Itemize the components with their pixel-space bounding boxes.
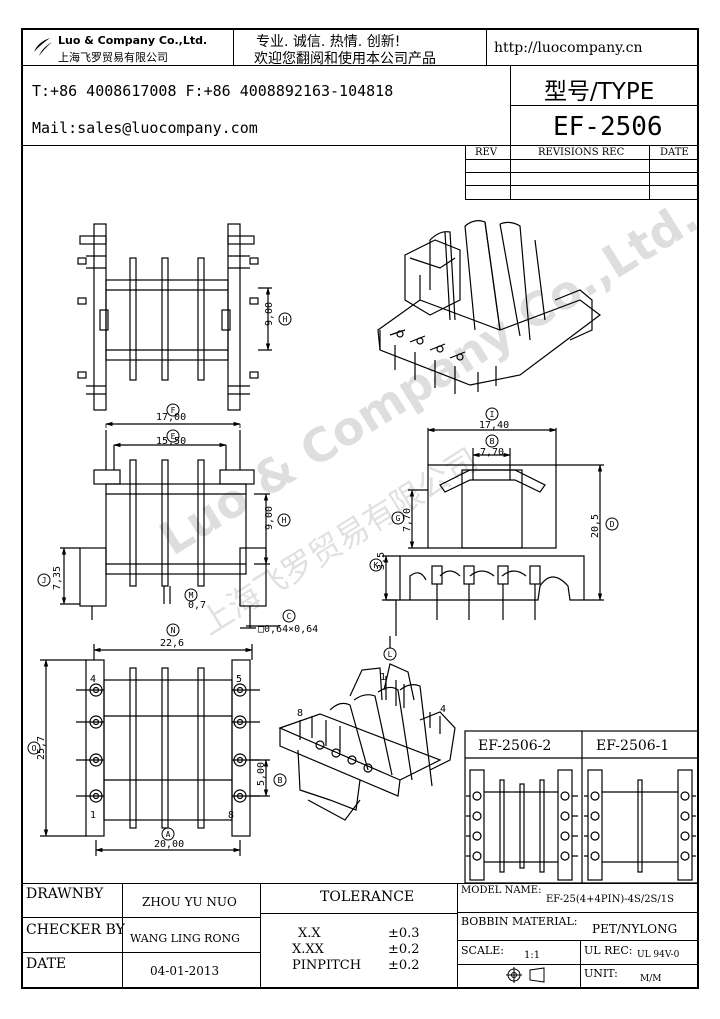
email-line: Mail:sales@luocompany.com <box>32 119 258 137</box>
callout-h-mid: H <box>282 516 287 525</box>
dim-k: 3,5 <box>376 552 387 570</box>
company-name: Luo & Company Co.,Ltd. <box>58 34 208 47</box>
dim-c: □0,64×0,64 <box>258 624 318 635</box>
top-view <box>77 223 272 411</box>
pin-label-4: 4 <box>90 674 96 685</box>
variant-label-2: EF-2506-2 <box>478 738 551 754</box>
rev-column-header: REV <box>475 147 498 158</box>
pin-label-8: 8 <box>228 810 234 821</box>
website-url: http://luocompany.cn <box>494 40 643 56</box>
date-value: 04-01-2013 <box>150 964 220 978</box>
iso-pin-label-1: 1 <box>380 672 386 683</box>
scale-value: 1:1 <box>524 950 541 961</box>
dim-m: 0,7 <box>188 600 206 611</box>
dim-h-mid: 9,00 <box>264 506 275 530</box>
dim-a: 20,00 <box>154 839 184 850</box>
callout-n: N <box>171 626 176 635</box>
tolerance-x-xx-label: X.XX <box>292 942 324 957</box>
callout-l: L <box>388 650 393 659</box>
callout-b-bottom: B <box>278 776 283 785</box>
scale-label: SCALE: <box>461 944 504 957</box>
dim-g: 7,70 <box>402 508 413 532</box>
drawing-sheet <box>21 28 699 989</box>
date-label: DATE <box>26 956 67 972</box>
variant-label-1: EF-2506-1 <box>596 738 669 754</box>
tolerance-x-x-value: ±0.3 <box>388 926 420 941</box>
side-view <box>382 427 604 648</box>
callout-o: O <box>32 744 37 753</box>
dim-i: 17,40 <box>479 420 509 431</box>
callout-m: M <box>189 591 194 600</box>
pin-label-5: 5 <box>236 674 242 685</box>
unit-value: M/M <box>640 974 662 984</box>
callout-e: E <box>171 432 176 441</box>
callout-h: H <box>283 315 288 324</box>
tolerance-x-xx-value: ±0.2 <box>388 942 420 957</box>
callout-g: G <box>396 514 401 523</box>
dim-o: 25,7 <box>36 736 47 760</box>
dim-b-top: 7,70 <box>480 447 504 458</box>
callout-j: J <box>42 576 47 585</box>
phone-fax-line: T:+86 4008617008 F:+86 4008892163-104818 <box>32 82 394 100</box>
bobbin-material-value: PET/NYLONG <box>592 922 678 936</box>
type-label: 型号/TYPE <box>544 79 655 105</box>
revisions-rec-column-header: REVISIONS REC <box>538 147 625 158</box>
iso-view-top <box>377 220 601 394</box>
dim-n: 22,6 <box>160 638 184 649</box>
dim-f: 17,00 <box>156 412 186 423</box>
drawnby-label: DRAWNBY <box>26 886 104 902</box>
checker-label: CHECKER BY <box>26 922 125 938</box>
iso-pin-label-8: 8 <box>297 708 303 719</box>
callout-b-top: B <box>490 437 495 446</box>
callout-circles <box>27 312 619 841</box>
callout-c: C <box>287 612 292 621</box>
bobbin-material-label: BOBBIN MATERIAL: <box>461 915 578 928</box>
dim-b-bottom: 5,00 <box>256 762 267 786</box>
tolerance-label: TOLERANCE <box>320 889 415 905</box>
iso-pin-label-4: 4 <box>440 704 446 715</box>
dim-e: 15,50 <box>156 436 186 447</box>
dim-j: 7,35 <box>52 566 63 590</box>
dim-h-top: 9,00 <box>264 302 275 326</box>
callout-d: D <box>610 520 615 529</box>
checker-value: WANG LING RONG <box>130 932 240 945</box>
bottom-view <box>40 644 270 856</box>
projection-symbol-icon <box>506 967 545 983</box>
ul-rec-value: UL 94V-0 <box>637 950 680 960</box>
date-column-header: DATE <box>660 147 689 158</box>
company-name-cn: 上海飞罗贸易有限公司 <box>58 51 168 64</box>
model-name-label: MODEL NAME: <box>461 885 542 896</box>
callout-k: K <box>374 561 379 570</box>
tolerance-pinpitch-label: PINPITCH <box>292 958 362 973</box>
drawnby-value: ZHOU YU NUO <box>142 895 237 909</box>
tolerance-pinpitch-value: ±0.2 <box>388 958 420 973</box>
ul-rec-label: UL REC: <box>584 944 633 957</box>
front-view <box>60 421 280 629</box>
callout-i: I <box>490 410 495 419</box>
callout-a: A <box>166 830 171 839</box>
iso-view-bottom <box>278 663 456 821</box>
type-value: EF-2506 <box>553 112 663 142</box>
pin-label-1: 1 <box>90 810 96 821</box>
slogan-line-1: 专业. 诚信. 热情. 创新! <box>256 34 401 50</box>
slogan-line-2: 欢迎您翻阅和使用本公司产品 <box>254 51 436 67</box>
unit-label: UNIT: <box>584 967 618 980</box>
tolerance-x-x-label: X.X <box>298 926 321 941</box>
dim-d: 20,5 <box>590 514 601 538</box>
callout-f: F <box>171 406 176 415</box>
model-name-value: EF-25(4+4PIN)-4S/2S/1S <box>546 894 674 905</box>
